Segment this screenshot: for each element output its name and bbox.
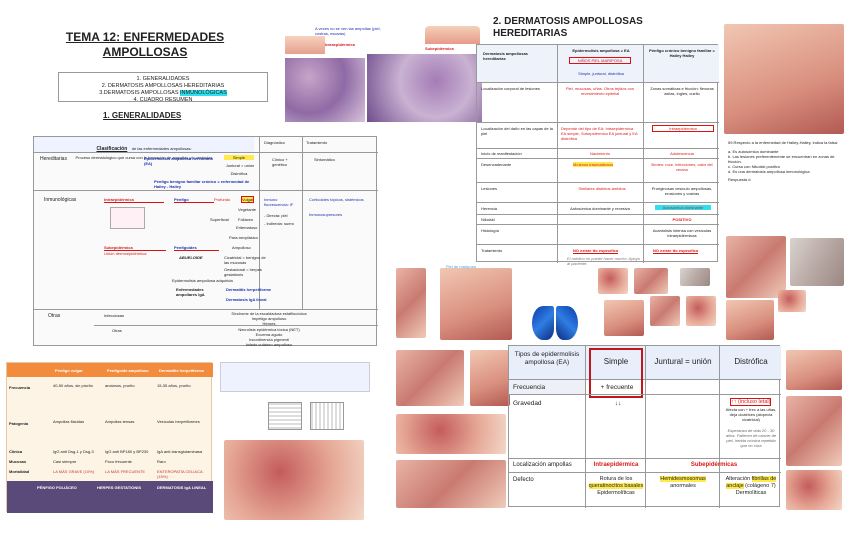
toc-item[interactable]: 1. GENERALIDADES — [136, 76, 190, 82]
skin-photo — [786, 470, 842, 510]
skin-photo — [726, 236, 786, 298]
butterfly-icon — [532, 306, 578, 340]
toc-item[interactable]: 4. CUADRO RESUMEN — [133, 97, 193, 103]
hereditary-table: Dermatosis ampollosas hereditarias Epide… — [476, 44, 719, 266]
skin-photo — [396, 414, 506, 454]
section-heading: 1. GENERALIDADES — [103, 111, 182, 120]
skin-photo — [686, 296, 716, 326]
skin-photo — [598, 268, 628, 294]
histology-thumb — [310, 402, 344, 430]
classification-table: Clasificación de las enfermedades ampoll… — [33, 136, 378, 347]
simple-highlight-box — [589, 348, 643, 398]
skin-photo — [224, 440, 364, 520]
skin-layer-icon — [110, 207, 145, 229]
skin-photo — [396, 460, 506, 508]
quiz-block: 59.Respecto a la enfermedad de Hailey-Ha… — [728, 140, 838, 182]
skin-photo — [650, 296, 680, 326]
page2-title: 2. DERMATOSIS AMPOLLOSAS HEREDITARIAS — [493, 16, 643, 39]
skin-photo — [396, 268, 426, 338]
skin-photo — [634, 268, 668, 294]
skin-photo — [726, 300, 774, 340]
skin-photo — [680, 268, 710, 286]
skin-photo — [604, 300, 644, 336]
histology-figure: A veces no se ven las ampollas (piel, co… — [285, 26, 485, 124]
page1-title: TEMA 12: ENFERMEDADES AMPOLLOSAS — [65, 30, 225, 59]
toc-item[interactable]: 3.DERMATOSIS AMPOLLOSAS INMUNOLÓGICAS — [99, 90, 227, 96]
penfigo-comparison-table: Pénfigo vulgar Penfigoide ampolloso Derm… — [6, 362, 213, 513]
histology-thumb — [268, 402, 302, 430]
skin-photo — [396, 350, 464, 406]
hailey-photo — [724, 24, 844, 134]
photo-label: Piel de mariposa — [446, 264, 476, 269]
toc-item[interactable]: 2. DERMATOSIS AMPOLLOSAS HEREDITARIAS — [101, 83, 225, 89]
skin-photo — [440, 268, 512, 340]
skin-photo — [786, 396, 842, 466]
skin-photo — [778, 290, 806, 312]
skin-photo — [790, 238, 844, 286]
skin-photo — [470, 350, 510, 406]
ea-types-table: Tipos de epidermolisis ampollosa (EA) Si… — [508, 345, 781, 508]
toc-box: 1. GENERALIDADES 2. DERMATOSIS AMPOLLOSA… — [58, 72, 268, 103]
skin-photo — [786, 350, 842, 390]
mini-diagram — [220, 362, 370, 392]
